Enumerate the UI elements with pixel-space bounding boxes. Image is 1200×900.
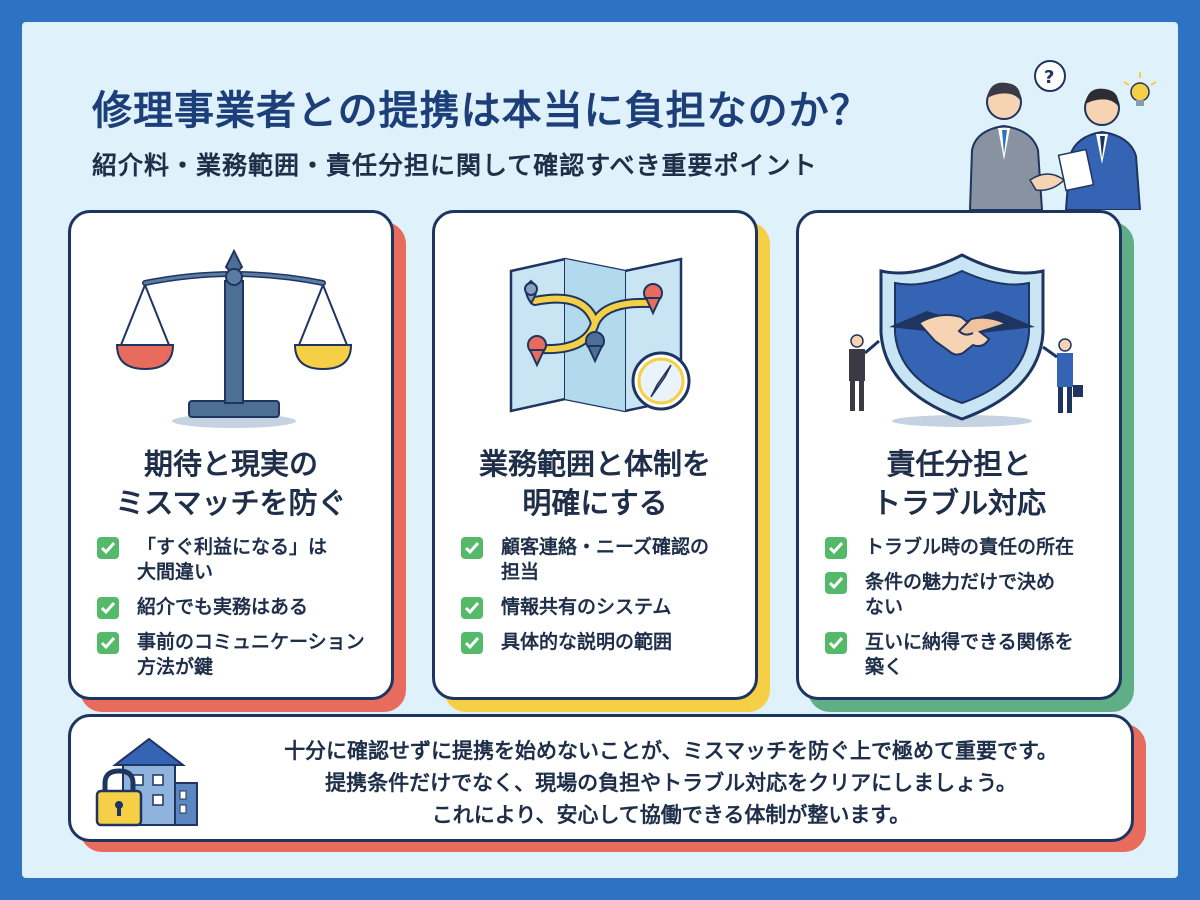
check-item-text: 条件の魅力だけで決め ない — [865, 571, 1056, 618]
summary-line: これにより、安心して協働できる体制が整います。 — [431, 803, 911, 827]
summary-text: 十分に確認せずに提携を始めないことが、ミスマッチを防ぐ上で極めて重要です。 提携… — [221, 735, 1121, 831]
check-item: トラブル時の責任の所在 — [825, 535, 1125, 560]
card-title-line: ミスマッチを防ぐ — [115, 486, 347, 520]
summary-body: 十分に確認せずに提携を始めないことが、ミスマッチを防ぐ上で極めて重要です。 提携… — [68, 714, 1134, 842]
check-box-icon — [461, 597, 483, 619]
check-item-text: 互いに納得できる関係を 築く — [865, 631, 1074, 678]
card-responsibility: 責任分担と トラブル対応 トラブル時の責任の所在 条件の魅力だけで決め ない 互… — [796, 210, 1134, 712]
card-expectation: 期待と現実の ミスマッチを防ぐ 「すぐ利益になる」は 大間違い 紹介でも実務はあ… — [68, 210, 406, 712]
check-item: 事前のコミュニケーション 方法が鍵 — [97, 630, 397, 680]
business-handshake-illustration: ? — [968, 60, 1157, 210]
check-item: 顧客連絡・ニーズ確認の 担当 — [461, 535, 761, 585]
balance-scale-icon — [115, 248, 353, 428]
infographic-frame: 修理事業者との提携は本当に負担なのか？ 紹介料・業務範囲・責任分担に関して確認す… — [22, 22, 1178, 878]
check-box-icon — [461, 632, 483, 654]
svg-text:?: ? — [1044, 67, 1054, 88]
card-body: 業務範囲と体制を 明確にする 顧客連絡・ニーズ確認の 担当 情報共有のシステム … — [432, 210, 758, 700]
check-box-icon — [825, 537, 847, 559]
check-item-text: 顧客連絡・ニーズ確認の 担当 — [501, 536, 710, 583]
check-box-icon — [97, 597, 119, 619]
check-item-text: 具体的な説明の範囲 — [501, 631, 673, 653]
card-title-line: 期待と現実の — [143, 447, 318, 481]
check-item-text: 情報共有のシステム — [501, 596, 672, 618]
check-list: 「すぐ利益になる」は 大間違い 紹介でも実務はある 事前のコミュニケーション 方… — [97, 535, 397, 690]
check-box-icon — [825, 632, 847, 654]
card-title: 責任分担と トラブル対応 — [799, 445, 1119, 523]
check-box-icon — [97, 632, 119, 654]
check-item: 紹介でも実務はある — [97, 595, 397, 620]
check-item: 条件の魅力だけで決め ない — [825, 570, 1125, 620]
check-item: 互いに納得できる関係を 築く — [825, 630, 1125, 680]
card-title-line: 責任分担と — [886, 447, 1032, 481]
card-title-line: トラブル対応 — [871, 486, 1046, 520]
check-item: 具体的な説明の範囲 — [461, 630, 761, 655]
card-title: 期待と現実の ミスマッチを防ぐ — [71, 445, 391, 523]
summary-line: 十分に確認せずに提携を始めないことが、ミスマッチを防ぐ上で極めて重要です。 — [284, 739, 1058, 763]
check-item-text: 紹介でも実務はある — [137, 596, 309, 618]
check-item-text: 「すぐ利益になる」は 大間違い — [137, 536, 328, 583]
check-item-text: トラブル時の責任の所在 — [865, 536, 1075, 558]
summary-line: 提携条件だけでなく、現場の負担やトラブル対応をクリアにしましょう。 — [325, 771, 1017, 795]
page-subtitle: 紹介料・業務範囲・責任分担に関して確認すべき重要ポイント — [92, 151, 818, 180]
shield-handshake-icon — [849, 253, 1083, 427]
check-box-icon — [97, 537, 119, 559]
check-list: 顧客連絡・ニーズ確認の 担当 情報共有のシステム 具体的な説明の範囲 — [461, 535, 761, 665]
check-list: トラブル時の責任の所在 条件の魅力だけで決め ない 互いに納得できる関係を 築く — [825, 535, 1125, 690]
card-title-line: 明確にする — [522, 486, 668, 520]
check-box-icon — [461, 537, 483, 559]
building-lock-icon — [95, 737, 198, 827]
card-body: 責任分担と トラブル対応 トラブル時の責任の所在 条件の魅力だけで決め ない 互… — [796, 210, 1122, 700]
map-with-compass-icon — [509, 257, 691, 413]
page-title: 修理事業者との提携は本当に負担なのか？ — [92, 88, 871, 134]
card-title-line: 業務範囲と体制を — [478, 447, 711, 481]
card-title: 業務範囲と体制を 明確にする — [435, 445, 755, 523]
card-scope: 業務範囲と体制を 明確にする 顧客連絡・ニーズ確認の 担当 情報共有のシステム … — [432, 210, 770, 712]
check-item: 情報共有のシステム — [461, 595, 761, 620]
summary-box: 十分に確認せずに提携を始めないことが、ミスマッチを防ぐ上で極めて重要です。 提携… — [68, 714, 1146, 852]
check-item-text: 事前のコミュニケーション 方法が鍵 — [137, 631, 365, 678]
check-box-icon — [825, 572, 847, 594]
card-body: 期待と現実の ミスマッチを防ぐ 「すぐ利益になる」は 大間違い 紹介でも実務はあ… — [68, 210, 394, 700]
check-item: 「すぐ利益になる」は 大間違い — [97, 535, 397, 585]
